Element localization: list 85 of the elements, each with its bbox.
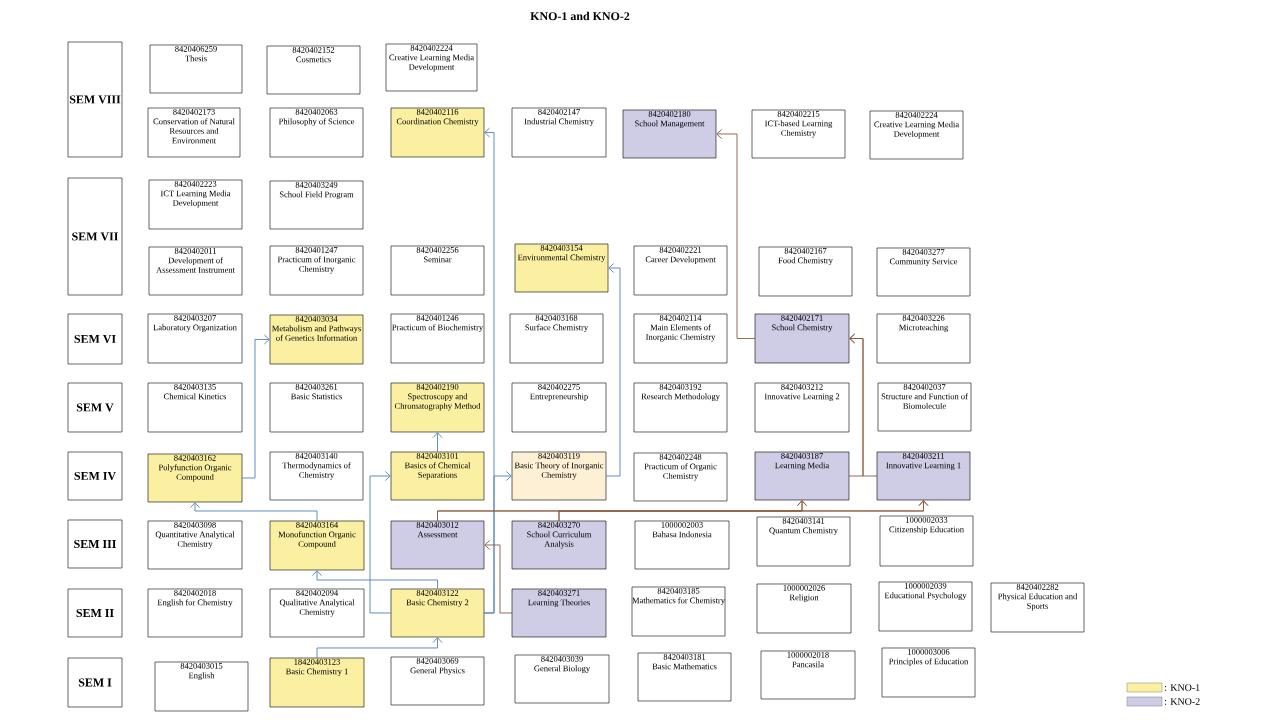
course-box: 8420403185 Mathematics for Chemistry bbox=[631, 586, 726, 637]
course-box: 8420403015 English bbox=[154, 661, 249, 712]
course-box: 18420403123 Basic Chemistry 1 bbox=[269, 657, 365, 708]
course-box: 8420403181 Basic Mathematics bbox=[637, 652, 732, 702]
course-box: 8420402173 Conservation of Natural Resources and Environment bbox=[147, 107, 241, 158]
semester-box: SEM II bbox=[67, 588, 123, 638]
course-box: 8420403261 Basic Statistics bbox=[269, 382, 364, 433]
course-box: 8420402094 Qualitative Analytical Chemistry bbox=[269, 588, 365, 638]
course-box: 8420402275 Entrepreneurship bbox=[511, 382, 607, 433]
course-box: 8420403034 Metabolism and Pathways of Genetics Information bbox=[269, 314, 364, 365]
course-box: 8420403154 Environmental Chemistry bbox=[514, 243, 609, 293]
course-box: 8420403162 Polyfunction Organic Compound bbox=[147, 453, 243, 503]
course-box: 8420402167 Food Chemistry bbox=[758, 246, 853, 297]
semester-box: SEM III bbox=[67, 519, 123, 569]
connector-arrow bbox=[316, 637, 443, 659]
course-box: 8420403039 General Biology bbox=[514, 654, 610, 704]
semester-box: SEM VI bbox=[67, 313, 123, 365]
title: KNO-1 and KNO-2 bbox=[530, 11, 630, 21]
course-box: 8420403207 Laboratory Organization bbox=[147, 313, 243, 364]
course-box: 8420403135 Chemical Kinetics bbox=[147, 382, 243, 433]
connector-arrow bbox=[241, 334, 270, 479]
course-box: 8420403226 Microteaching bbox=[876, 313, 971, 364]
course-box: 1000002026 Religion bbox=[756, 583, 852, 634]
course-box: 8420403122 Basic Chemistry 2 bbox=[390, 588, 485, 638]
course-box: 8420403277 Community Service bbox=[876, 247, 971, 297]
course-box: 8420402011 Development of Assessment Instrument bbox=[148, 246, 243, 296]
course-box: 1000002039 Educational Psychology bbox=[878, 581, 973, 632]
course-box: 8420402256 Seminar bbox=[390, 245, 485, 296]
semester-box: SEM V bbox=[67, 382, 123, 433]
legend-label: : KNO-2 bbox=[1165, 698, 1200, 705]
course-box: 8420403249 School Field Program bbox=[269, 180, 364, 230]
semester-box: SEM VIII bbox=[67, 41, 123, 158]
course-box: 8420402147 Industrial Chemistry bbox=[511, 107, 607, 158]
course-box: 8420403187 Learning Media bbox=[754, 451, 850, 501]
connector-arrow bbox=[190, 502, 318, 522]
course-box: 8420403141 Quantum Chemistry bbox=[756, 516, 851, 567]
course-box: 8420403270 School Curriculum Analysis bbox=[511, 520, 607, 570]
connector-arrow bbox=[484, 540, 513, 614]
course-box: 8420402221 Career Development bbox=[633, 245, 728, 296]
semester-box: SEM I bbox=[67, 657, 123, 708]
connector-arrow bbox=[605, 263, 621, 477]
course-box: 8420403098 Quantitative Analytical Chemistry bbox=[147, 520, 243, 570]
connector-arrow bbox=[558, 500, 929, 522]
course-box: 1000002018 Pancasila bbox=[760, 650, 856, 700]
course-box: 8420402171 School Chemistry bbox=[754, 313, 850, 364]
connector-arrow bbox=[369, 471, 392, 614]
course-box: 8420403192 Research Methodology bbox=[633, 382, 728, 433]
course-box: 8420403012 Assessment bbox=[390, 520, 485, 570]
course-box: 1000003006 Principles of Education bbox=[881, 647, 976, 698]
semester-box: SEM VII bbox=[67, 177, 123, 296]
legend-label: : KNO-1 bbox=[1165, 684, 1200, 691]
course-box: 8420401247 Practicum of Inorganic Chemistry bbox=[269, 245, 364, 296]
course-box: 8420402037 Structure and Function of Biomolecule bbox=[877, 382, 972, 432]
course-box: 8420403119 Basic Theory of Inorganic Chemistry bbox=[511, 451, 607, 501]
course-box: 8420402018 English for Chemistry bbox=[147, 588, 243, 638]
course-box: 8420402063 Philosophy of Science bbox=[269, 107, 364, 158]
course-box: 8420402190 Spectroscopy and Chromatography Method bbox=[390, 382, 485, 433]
course-box: 8420403212 Innovative Learning 2 bbox=[754, 382, 850, 433]
course-box: 8420403211 Innovative Learning 1 bbox=[876, 451, 971, 501]
connector-arrow bbox=[483, 127, 495, 614]
course-box: 1000002033 Citizenship Education bbox=[879, 515, 974, 567]
course-box: 8420401246 Practicum of Biochemistry bbox=[390, 313, 485, 364]
course-box: 1000002003 Bahasa Indonesia bbox=[634, 520, 730, 570]
course-box: 8420402152 Cosmetics bbox=[266, 45, 361, 95]
course-box: 8420403164 Monofunction Organic Compound bbox=[269, 520, 365, 571]
semester-box: SEM IV bbox=[67, 451, 123, 501]
connector-arrow bbox=[716, 129, 756, 339]
course-box: 8420403101 Basics of Chemical Separations bbox=[390, 451, 485, 501]
connector-arrow bbox=[432, 432, 443, 453]
course-box: 8420402282 Physical Education and Sports bbox=[990, 582, 1085, 633]
course-box: 8420402180 School Management bbox=[622, 109, 717, 159]
course-box: 8420402224 Creative Learning Media Development bbox=[869, 110, 964, 160]
course-box: 8420402248 Practicum of Organic Chemistry bbox=[633, 452, 728, 502]
course-box: 8420402224 Creative Learning Media Development bbox=[385, 43, 478, 92]
course-box: 8420403271 Learning Theories bbox=[511, 588, 607, 638]
course-box: 8420403069 General Physics bbox=[390, 656, 485, 706]
course-box: 8420402223 ICT Learning Media Development bbox=[148, 179, 243, 230]
connector-arrow bbox=[849, 333, 878, 477]
course-box: 8420406259 Thesis bbox=[149, 44, 243, 94]
course-box: 8420402215 ICT-based Learning Chemistry bbox=[751, 109, 846, 159]
course-box: 8420402114 Main Elements of Inorganic Chemistry bbox=[633, 313, 728, 364]
course-box: 8420402116 Coordination Chemistry bbox=[390, 107, 485, 158]
connector-arrow bbox=[312, 570, 438, 590]
course-box: 8420403168 Surface Chemistry bbox=[509, 313, 604, 364]
course-box: 8420403140 Thermodynamics of Chemistry bbox=[269, 451, 364, 501]
